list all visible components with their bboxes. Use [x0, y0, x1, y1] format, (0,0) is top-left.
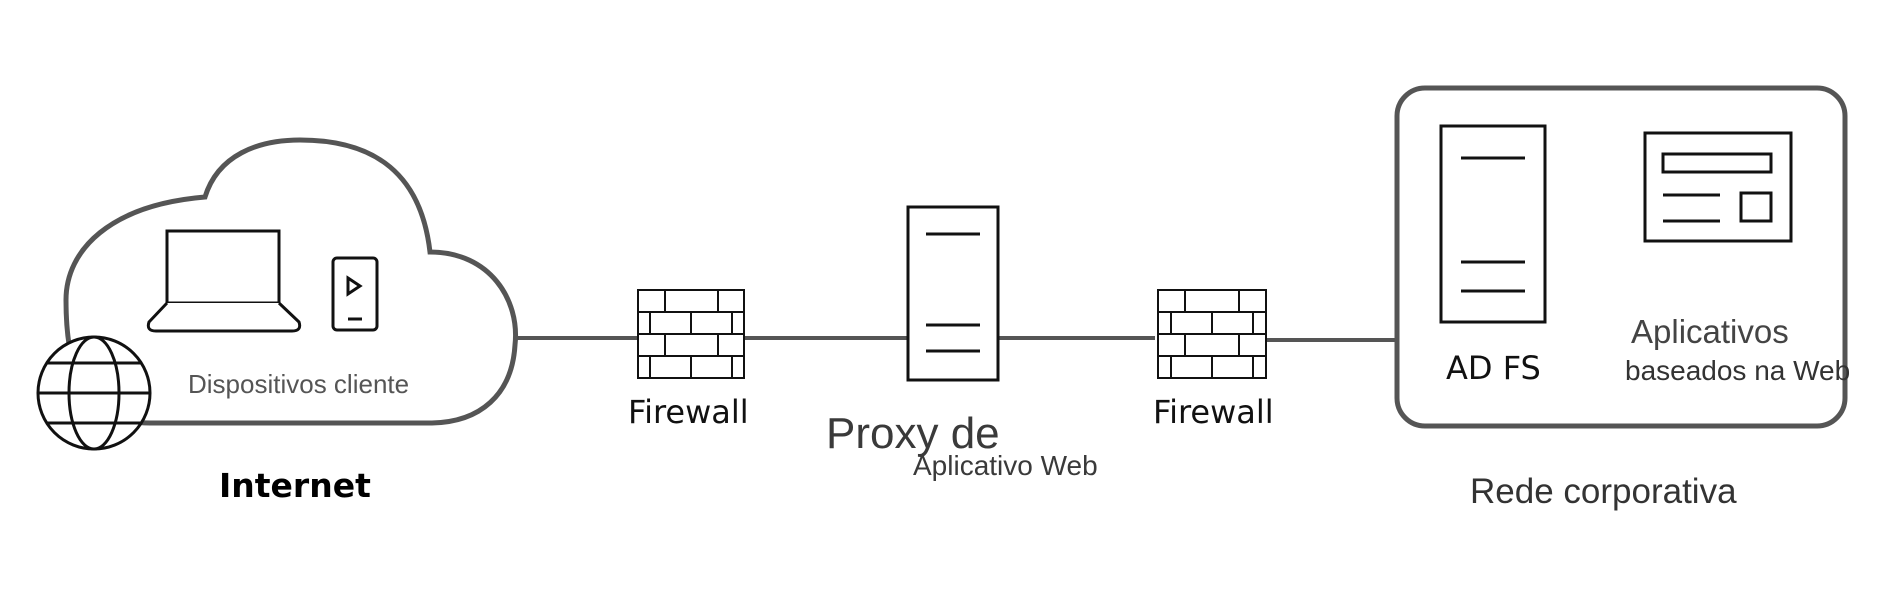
web-apps-label-line2: baseados na Web: [1625, 355, 1851, 386]
cloud-icon: [63, 137, 519, 426]
web-app-icon: [1643, 131, 1793, 243]
connection-lines: [515, 336, 1395, 342]
firewall-right-label: Firewall: [1153, 393, 1274, 431]
adfs-server-icon: [1439, 124, 1547, 324]
client-devices-label: Dispositivos cliente: [188, 369, 410, 399]
laptop-icon: [146, 229, 302, 333]
adfs-label: AD FS: [1446, 349, 1541, 387]
phone-icon: [331, 256, 379, 332]
proxy-server-icon: [906, 205, 1000, 382]
proxy-label-line1: Proxy de: [826, 409, 1000, 458]
corporate-network-label: Rede corporativa: [1470, 472, 1737, 511]
web-apps-label-line1: Aplicativos: [1631, 313, 1789, 350]
firewall-left-label: Firewall: [628, 393, 749, 431]
corporate-network-box: [1394, 85, 1848, 429]
firewall-right-icon: [1157, 289, 1267, 379]
globe-icon: [36, 335, 152, 451]
internet-label: Internet: [219, 466, 371, 505]
proxy-label-line2: Aplicativo Web: [913, 450, 1098, 481]
firewall-left-icon: [637, 289, 745, 379]
